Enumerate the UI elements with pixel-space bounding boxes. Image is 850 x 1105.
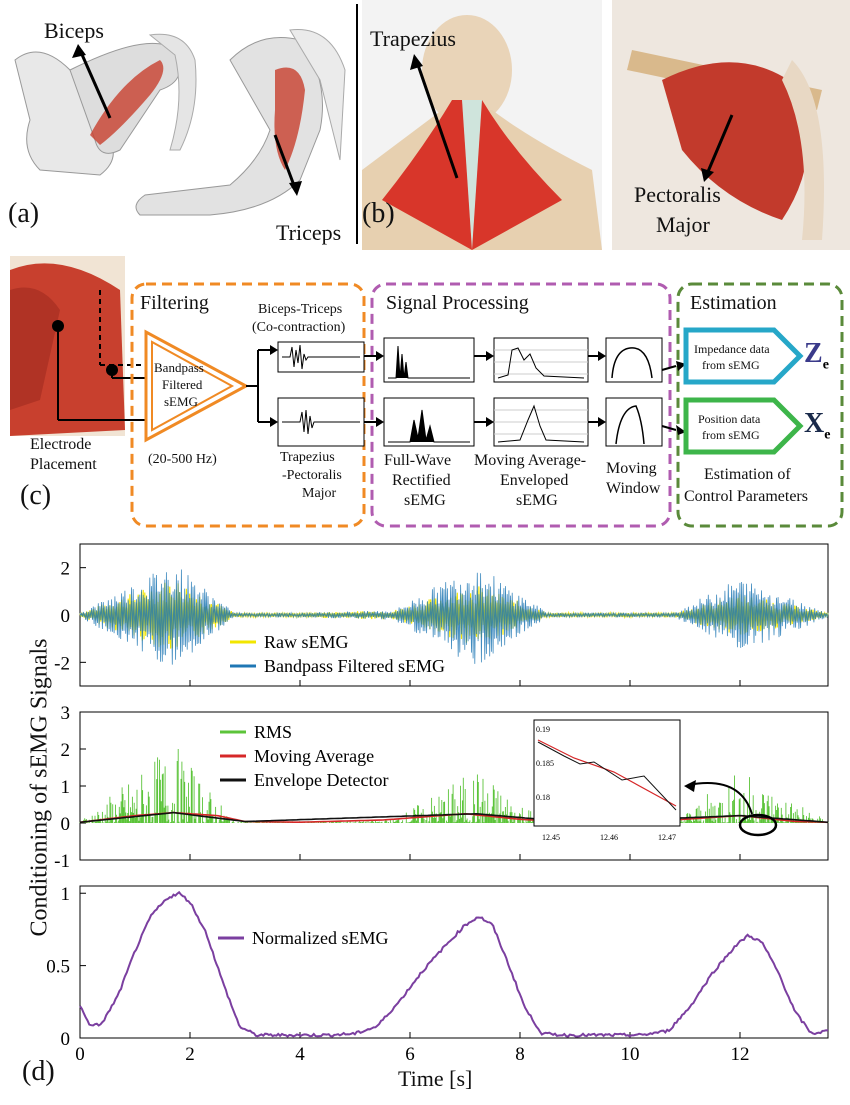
inset-x-tick-0: 12.45	[542, 833, 560, 842]
x-tick-label-2-3: 6	[405, 1044, 415, 1065]
estimation-caption-1: Estimation of	[704, 466, 791, 483]
legend-label-1-2: Envelope Detector	[254, 770, 388, 790]
signal-processing-title: Signal Processing	[386, 292, 529, 314]
y-axis-label: Conditioning of sEMG Signals	[26, 638, 53, 937]
step1-line1: Full-Wave	[384, 452, 452, 469]
x-tick-label-2-6: 12	[731, 1044, 750, 1065]
step3-line1: Moving	[606, 460, 657, 477]
step3-line2: Window	[606, 480, 661, 497]
legend-label-1-1: Moving Average	[254, 746, 374, 766]
biceps-label: Biceps	[44, 18, 104, 43]
filter-range: (20-500 Hz)	[148, 452, 217, 467]
estimation-caption-2: Control Parameters	[684, 488, 808, 505]
inset-x-tick-1: 12.46	[600, 833, 618, 842]
filter-label-1: Bandpass	[154, 360, 204, 375]
filtering-title: Filtering	[140, 292, 209, 314]
y-tick-label-2-1: 0.5	[46, 957, 70, 978]
inset-envelope	[537, 741, 677, 811]
pair-bottom-1: Trapezius	[280, 450, 335, 465]
panel-c-tag: (c)	[20, 480, 52, 511]
impedance-line1: Impedance data	[694, 342, 770, 356]
pair-top-2: (Co-contraction)	[252, 320, 346, 335]
estimation-title: Estimation	[690, 292, 777, 314]
electrode-label-2: Placement	[30, 456, 97, 473]
x-subscript: e	[824, 427, 831, 443]
x-tick-label-2-2: 4	[295, 1044, 305, 1065]
x-tick-label-2-4: 8	[515, 1044, 525, 1065]
panel-divider	[356, 4, 358, 244]
y-tick-label-1-0: -1	[54, 851, 70, 872]
y-tick-label-0-2: 2	[61, 559, 71, 580]
position-line1: Position data	[698, 412, 761, 426]
legend-label-2-0: Normalized sEMG	[252, 928, 388, 948]
panel-c: (c) Electrode Placement Filtering Bandpa…	[0, 250, 850, 530]
pectoralis-label: Pectoralis	[634, 182, 721, 207]
panel-b-tag: (b)	[362, 198, 395, 229]
y-tick-label-0-0: -2	[54, 653, 70, 674]
panel-b: Trapezius Pectoralis Major (b)	[362, 0, 850, 250]
legend-label-1-0: RMS	[254, 722, 292, 742]
series-line-1-2	[79, 811, 829, 824]
pair-bottom-3: Major	[302, 486, 337, 501]
inset-frame	[533, 719, 681, 827]
y-tick-label-1-3: 2	[61, 740, 71, 761]
y-tick-label-2-2: 1	[61, 884, 71, 905]
inset-moving-average	[537, 739, 677, 807]
legend-label-0-0: Raw sEMG	[264, 632, 349, 652]
y-tick-label-1-4: 3	[61, 703, 71, 724]
inset-y-tick-2: 0.18	[536, 793, 550, 802]
step2-line1: Moving Average-	[474, 452, 587, 469]
inset-y-tick-1: 0.185	[536, 759, 554, 768]
step1-line3: sEMG	[404, 492, 446, 509]
panel-a-tag: (a)	[8, 198, 40, 229]
step1-line2: Rectified	[392, 472, 451, 489]
inset-arrowhead	[684, 780, 696, 792]
series-line-2-0	[79, 890, 829, 1038]
pair-top-1: Biceps-Triceps	[258, 302, 343, 317]
panel-a-arrows	[72, 44, 302, 196]
z-symbol: Ze	[804, 338, 829, 373]
inset-zoom-ellipse	[738, 813, 778, 837]
major-label: Major	[656, 212, 710, 237]
arm-illustration	[14, 29, 346, 216]
filter-label-3: sEMG	[164, 394, 198, 409]
x-tick-label-2-5: 10	[621, 1044, 640, 1065]
z-subscript: e	[822, 357, 829, 373]
position-line2: from sEMG	[702, 428, 760, 442]
x-axis-label: Time [s]	[398, 1066, 473, 1091]
inset-arrow	[687, 781, 753, 815]
step2-line3: sEMG	[516, 492, 558, 509]
legend-label-0-1: Bandpass Filtered sEMG	[264, 656, 445, 676]
x-symbol: Xe	[804, 408, 831, 443]
filter-label-2: Filtered	[162, 377, 203, 392]
back-shoulder-illustration	[362, 0, 850, 250]
electrode-label-1: Electrode	[30, 436, 92, 453]
inset-y-tick-0: 0.19	[536, 725, 550, 734]
x-tick-label-2-1: 2	[185, 1044, 195, 1065]
impedance-line2: from sEMG	[702, 358, 760, 372]
inset-x-tick-2: 12.47	[658, 833, 676, 842]
y-tick-label-1-2: 1	[61, 777, 71, 798]
y-tick-label-1-1: 0	[61, 814, 71, 835]
step2-line2: Enveloped	[500, 472, 569, 489]
pair-bottom-2: -Pectoralis	[282, 468, 342, 483]
panel-d-tag: (d)	[22, 1056, 55, 1087]
triceps-label: Triceps	[276, 220, 342, 245]
series-line-0-1	[79, 569, 829, 665]
processing-pipeline-diagram	[10, 256, 844, 528]
y-tick-label-2-0: 0	[61, 1029, 71, 1050]
trapezius-label: Trapezius	[370, 26, 456, 51]
panel-a: Biceps Triceps (a)	[0, 0, 350, 250]
x-tick-label-2-0: 0	[75, 1044, 85, 1065]
plot-frame-1	[79, 711, 829, 861]
panel-b-arrows	[410, 54, 734, 182]
y-tick-label-0-1: 0	[61, 606, 71, 627]
plot-frame-2	[79, 885, 829, 1039]
